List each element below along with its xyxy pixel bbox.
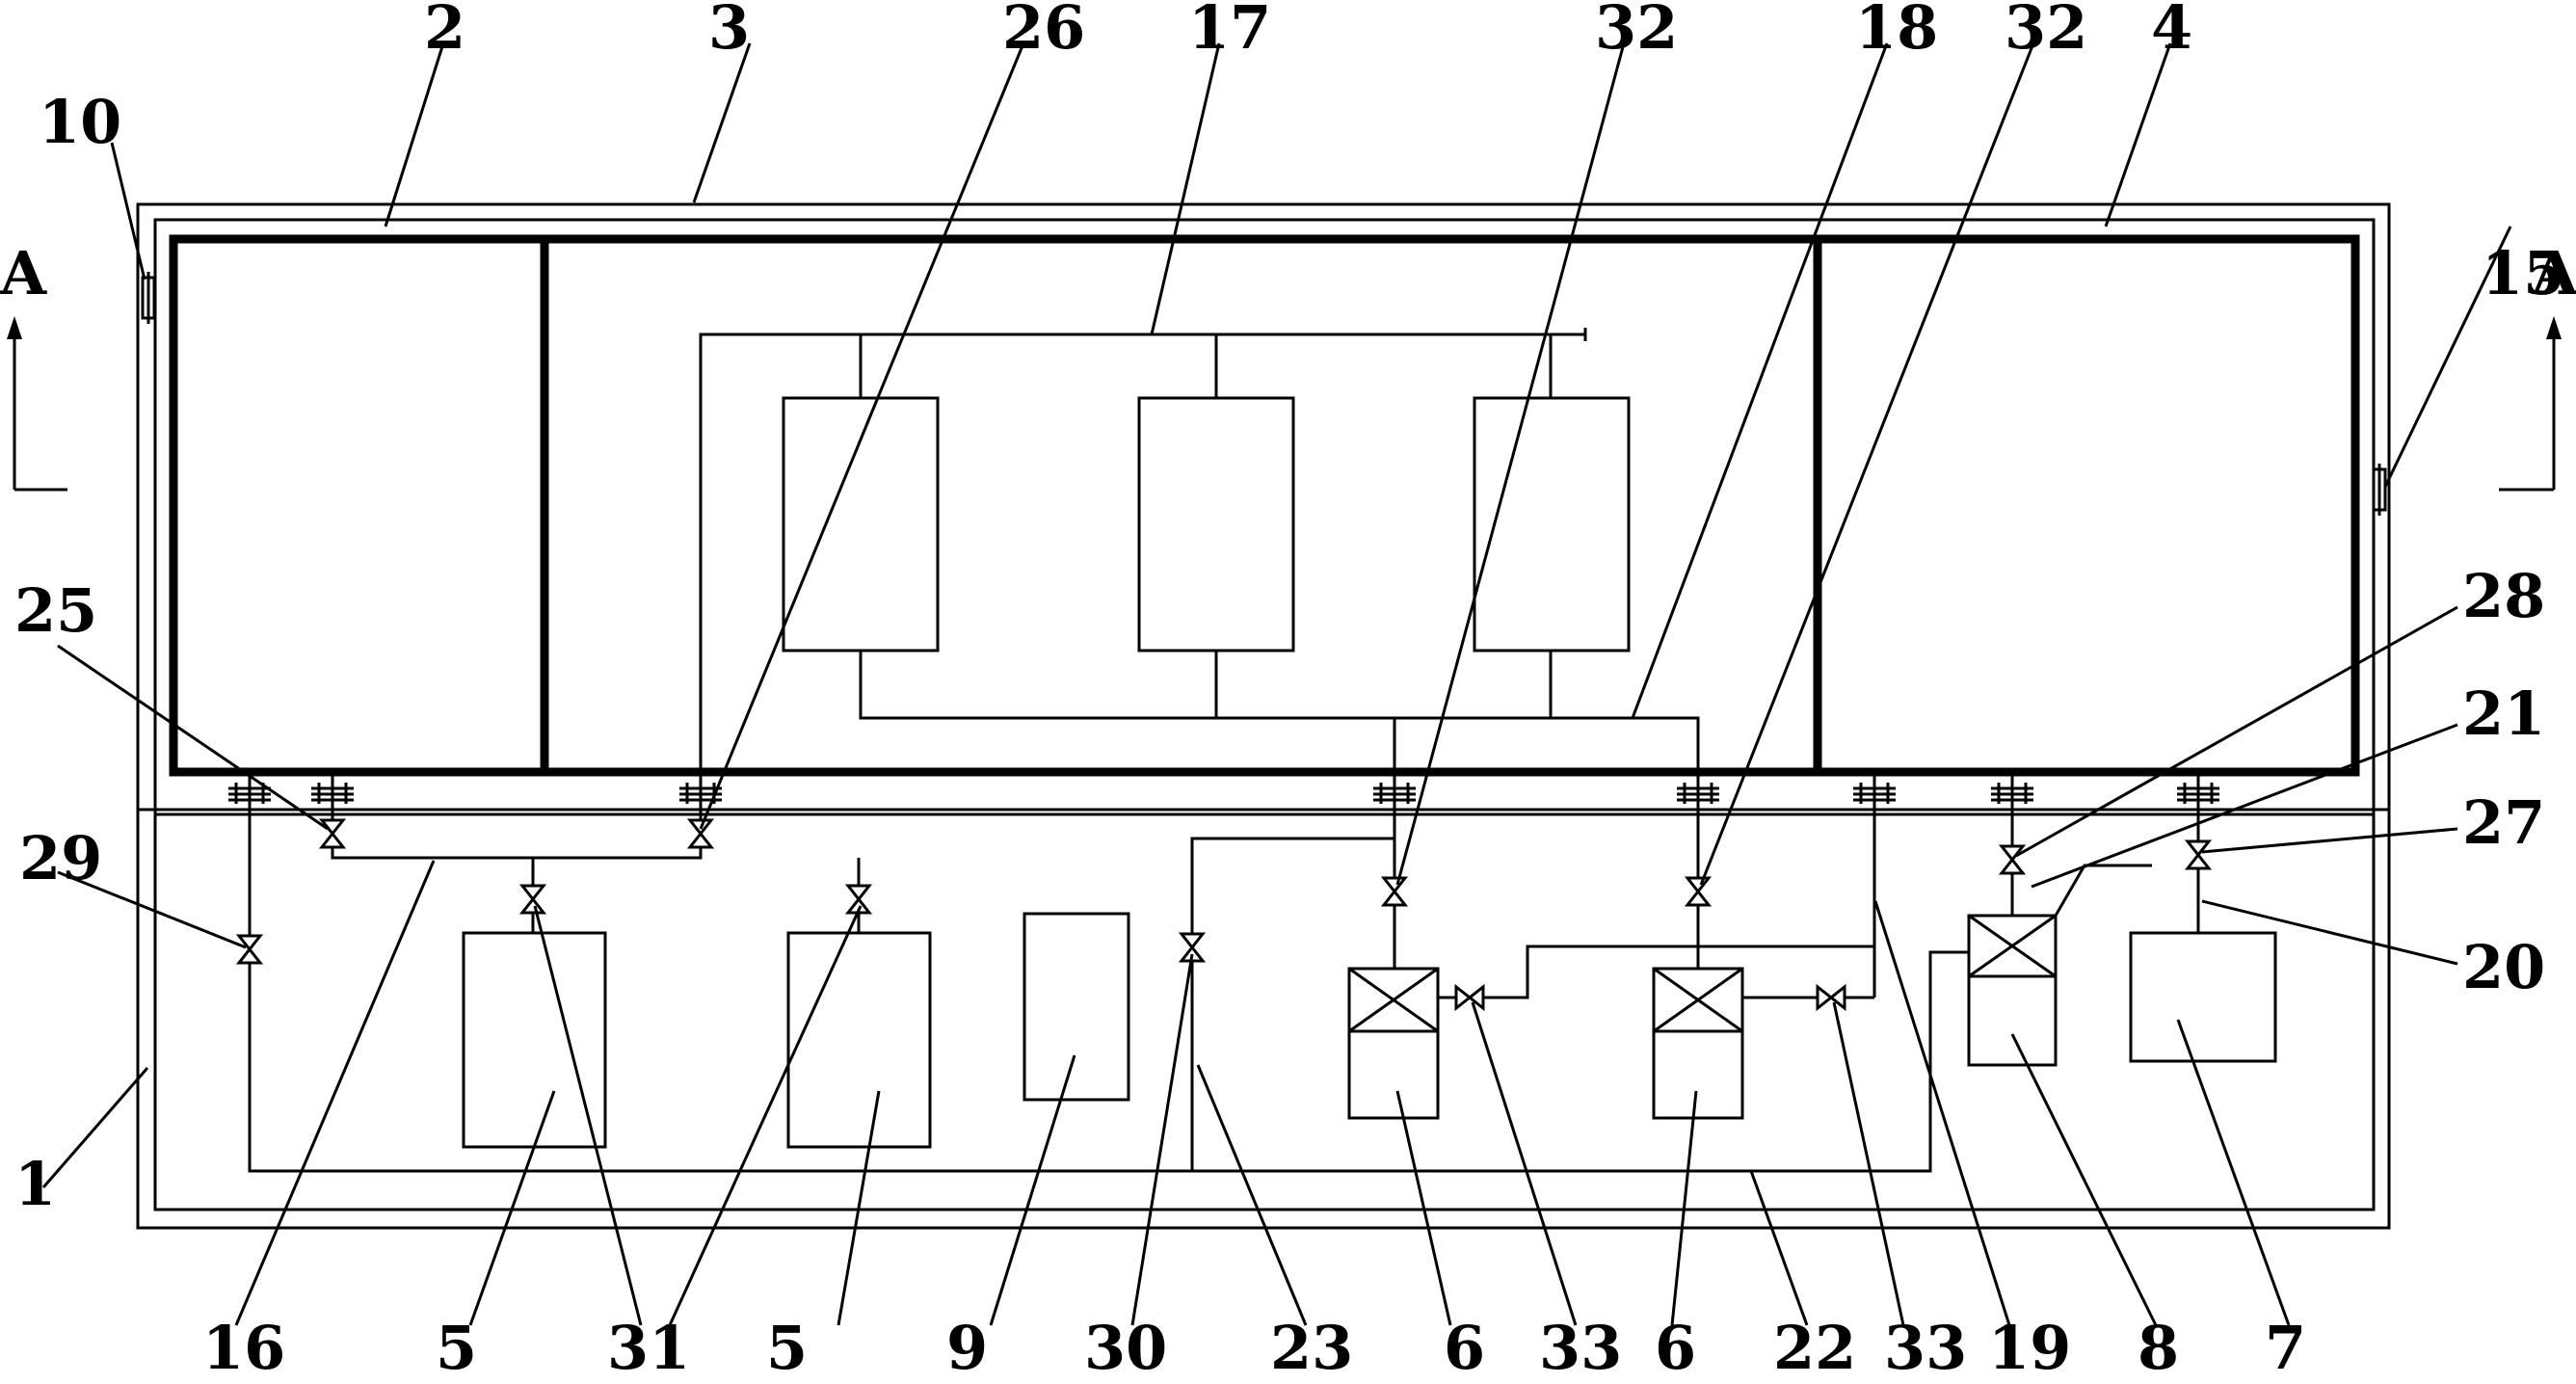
label-10: 10 [39,87,121,157]
container-outer-frame [136,202,2391,1230]
arrow-up-right-icon [2546,316,2562,339]
label-26: 26 [1002,0,1085,63]
valves [237,818,2211,1010]
pipe-22-return [248,771,1969,1173]
label-18: 18 [1855,0,1938,63]
unit-6-left-cross-2 [1348,967,1439,1033]
label-20: 20 [2462,932,2545,1002]
valve-33-right [1816,985,1846,1010]
unit-8-cross-2 [1968,914,2057,978]
lower-compartment-frame [153,812,2376,1211]
label-23: 23 [1270,1313,1353,1379]
pipe-23 [1190,771,1396,1171]
valve-32-left [1382,876,1407,907]
unit-6-left [1347,967,1440,1120]
label-4: 4 [2151,0,2192,63]
label-33-right: 33 [1884,1313,1967,1379]
pipe-16 [331,771,703,860]
pipe-18-manifold [859,651,1700,771]
label-6-right: 6 [1655,1313,1696,1379]
label-7: 7 [2265,1313,2306,1379]
label-31: 31 [607,1313,690,1379]
label-32-right: 32 [2005,0,2087,63]
pipe-17-manifold [699,333,1585,771]
label-1: 1 [14,1149,56,1219]
module-3 [1473,396,1631,652]
label-28: 28 [2462,561,2545,631]
label-29: 29 [19,823,102,893]
label-32-left: 32 [1595,0,1678,63]
unit-6-right-head [1652,967,1744,1033]
label-A-right: A [2531,238,2576,308]
label-30: 30 [1084,1313,1167,1379]
label-8: 8 [2138,1313,2179,1379]
label-A-left: A [0,238,47,308]
floor-flanges [226,781,2221,806]
chamber-thick-wall [169,234,2360,777]
unit-6-right-cross-2 [1653,967,1743,1033]
label-3: 3 [708,0,750,63]
valve-33-left [1454,985,1485,1010]
unit-7 [2129,931,2277,1063]
arrow-up-left-icon [7,316,22,339]
upper-compartment-frame [153,218,2376,816]
unit-9 [1022,912,1130,1102]
label-5-right: 5 [766,1313,808,1379]
valve-26 [688,818,713,849]
label-19: 19 [1988,1313,2071,1379]
tank-5-right [786,931,932,1149]
label-5-left: 5 [436,1313,477,1379]
label-2: 2 [424,0,465,63]
label-6-left: 6 [1444,1313,1485,1379]
label-22: 22 [1773,1313,1856,1379]
valve-25 [320,818,345,849]
label-15: 15 [2482,238,2564,308]
unit-6-left-head [1347,967,1440,1033]
unit-8 [1967,914,2058,1067]
leader-lines [41,42,2512,1326]
unit-6-right [1652,967,1744,1120]
label-27: 27 [2462,787,2545,858]
valve-31-left [520,884,545,915]
valve-28 [2000,844,2025,875]
label-33-left: 33 [1539,1313,1622,1379]
label-16: 16 [202,1313,285,1379]
label-17: 17 [1188,0,1271,63]
tank-5-left [462,931,607,1149]
module-2 [1137,396,1295,652]
valve-27 [2186,839,2211,870]
valve-29 [237,934,262,965]
label-21: 21 [2462,679,2545,749]
label-9: 9 [946,1313,988,1379]
label-25: 25 [14,575,97,646]
valve-32-right [1686,876,1711,907]
